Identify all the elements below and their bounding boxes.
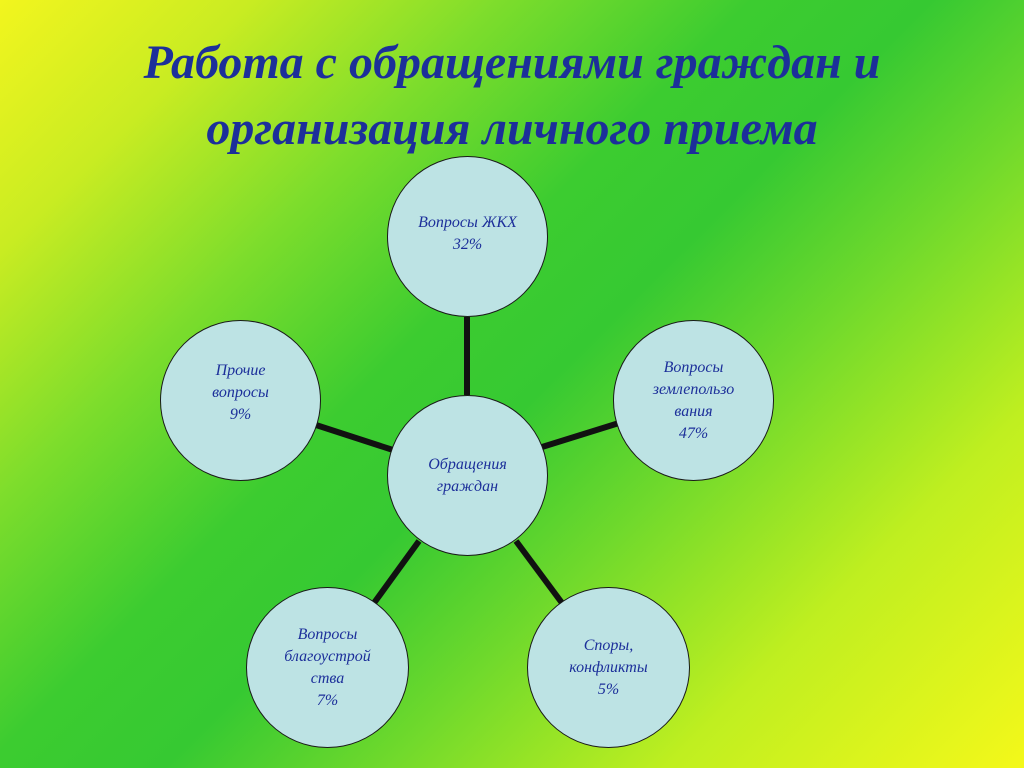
- node-disputes-percent: 5%: [597, 680, 620, 698]
- node-other-label-line-2: вопросы: [212, 383, 269, 401]
- node-jkh-percent: 32%: [452, 236, 483, 253]
- node-improvement-questions: Вопросы благоустрой ства 7%: [246, 587, 409, 748]
- slide-title: Работа с обращениями граждан и организац…: [0, 30, 1024, 162]
- node-center-label-line-1: Обращения: [428, 455, 507, 473]
- slide-title-line-1: Работа с обращениями граждан и: [143, 36, 881, 89]
- node-jkh-questions: Вопросы ЖКХ 32%: [387, 156, 548, 317]
- node-improvement-label-line-1: Вопросы: [297, 625, 358, 643]
- node-other-label-line-1: Прочие: [215, 361, 266, 379]
- node-land-label-line-2: землепользо: [652, 380, 735, 398]
- node-land-label-line-3: вания: [674, 402, 713, 420]
- node-improvement-label-line-3: ства: [310, 669, 345, 687]
- node-land-percent: 47%: [678, 424, 709, 442]
- connector-center-to-land: [541, 420, 620, 450]
- node-land-label-line-1: Вопросы: [663, 358, 724, 376]
- node-disputes-conflicts: Споры, конфликты 5%: [527, 587, 690, 748]
- node-land-use-questions: Вопросы землепользо вания 47%: [613, 320, 774, 481]
- node-jkh-label: Вопросы ЖКХ: [418, 214, 517, 231]
- connector-center-to-other: [315, 422, 394, 453]
- node-disputes-label-line-2: конфликты: [569, 658, 648, 676]
- connector-center-to-improvement: [371, 539, 422, 605]
- slide-title-line-2: организация личного приема: [206, 102, 818, 155]
- node-other-percent: 9%: [229, 405, 252, 423]
- node-center-label-line-2: граждан: [436, 477, 499, 495]
- node-improvement-percent: 7%: [316, 691, 339, 709]
- connector-center-to-disputes: [513, 539, 565, 605]
- node-disputes-label-line-1: Споры,: [583, 636, 634, 654]
- node-center-citizen-appeals: Обращения граждан: [387, 395, 548, 556]
- node-other-questions: Прочие вопросы 9%: [160, 320, 321, 481]
- node-improvement-label-line-2: благоустрой: [284, 647, 371, 665]
